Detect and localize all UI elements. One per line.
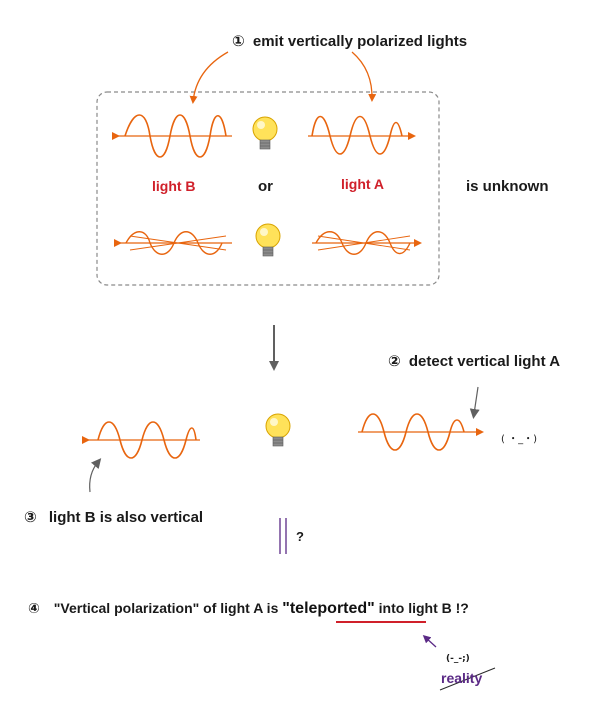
label-light-a: light A [341, 176, 385, 192]
wave-light-a-vertical [308, 115, 416, 155]
step2-text: detect vertical light A [408, 353, 561, 370]
step4-emphasis: "teleported" [282, 600, 375, 617]
step2-caption: ② detect vertical light A [388, 352, 560, 370]
step1-caption: ① emit vertically polarized lights [232, 32, 467, 50]
step4-post: into light B !? [374, 600, 469, 616]
step3-text: light B is also vertical [48, 509, 204, 526]
emit-arrow-left [189, 51, 229, 104]
reality-label: reality [441, 670, 483, 686]
label-is-unknown: is unknown [466, 178, 549, 195]
step1-text: emit vertically polarized lights [252, 33, 468, 50]
light-b-arrow [89, 458, 102, 493]
step3-marker: ③ [24, 509, 37, 526]
wave-light-a-horizontal [312, 231, 422, 255]
step4-caption: ④ "Vertical polarization" of light A is … [28, 600, 469, 618]
question-mark: ? [296, 529, 304, 544]
step3-caption: ③ light B is also vertical [24, 508, 203, 526]
face-neutral: ( ・_・) [501, 434, 537, 445]
wave-light-b-vertical [112, 114, 232, 158]
lightbulb-icon [255, 223, 281, 257]
label-light-b: light B [152, 178, 196, 194]
step1-marker: ① [232, 33, 245, 50]
face-sweat: (-_-;) [446, 654, 470, 664]
detect-arrow [469, 386, 480, 419]
step4-marker: ④ [28, 600, 40, 616]
step4-pre: "Vertical polarization" of light A is [53, 600, 283, 616]
step2-marker: ② [388, 353, 401, 370]
unknown-state-box [96, 91, 440, 286]
wave-light-b-horizontal [114, 231, 232, 255]
emit-arrow-right [351, 51, 377, 102]
lightbulb-icon [252, 116, 278, 150]
reality-strike [439, 667, 496, 691]
reality-arrow [422, 634, 437, 648]
wave-light-b-detected [82, 421, 200, 459]
lightbulb-icon [265, 413, 291, 447]
wave-light-a-detected [358, 413, 484, 451]
label-or: or [258, 178, 273, 195]
